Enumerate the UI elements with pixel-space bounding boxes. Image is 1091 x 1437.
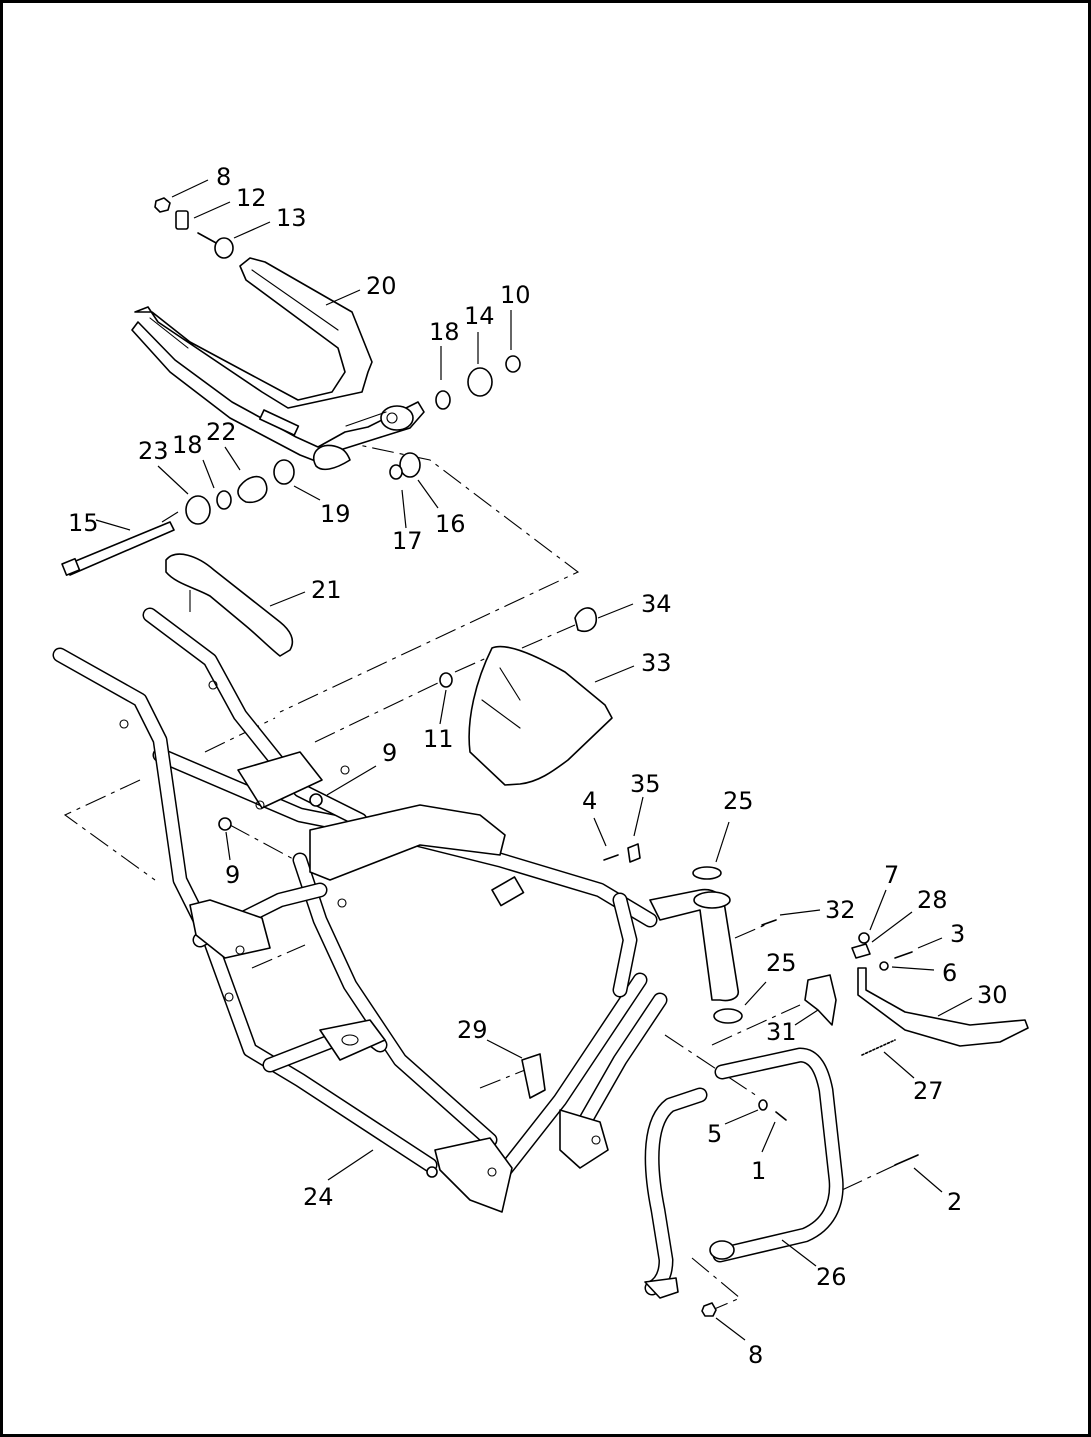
callout-1: 1 [751, 1157, 766, 1185]
callout-26: 26 [816, 1263, 847, 1291]
washer-18b-icon [216, 490, 232, 510]
callout-32: 32 [825, 896, 856, 924]
callout-27: 27 [913, 1077, 944, 1105]
callout-9-lower: 9 [225, 861, 240, 889]
callout-20: 20 [366, 272, 397, 300]
bushing-22-icon [237, 475, 268, 504]
callout-28: 28 [917, 886, 948, 914]
callout-labels: 8 12 13 20 10 14 18 23 18 22 15 19 17 16… [68, 163, 1008, 1369]
washer-18-icon [435, 390, 451, 410]
callout-31: 31 [766, 1018, 797, 1046]
main-frame [52, 607, 740, 1213]
pivot-shaft-assembly [61, 459, 295, 576]
nut-8b-icon [701, 1302, 717, 1317]
engine-guard-group [644, 1047, 919, 1317]
spacer-17-icon [389, 464, 403, 480]
jiffy-stand-30-icon [857, 967, 1029, 1047]
callout-6: 6 [942, 959, 957, 987]
spring-27-icon [861, 1039, 896, 1056]
callout-33: 33 [641, 649, 672, 677]
callout-9-upper: 9 [382, 739, 397, 767]
cap-10-icon [505, 355, 521, 373]
callout-18-top: 18 [429, 318, 460, 346]
plate-12-icon [175, 210, 189, 230]
callout-7: 7 [884, 861, 899, 889]
bracket-31-icon [804, 974, 837, 1026]
fitting-32-icon [761, 919, 777, 926]
bracket-29-icon [521, 1053, 546, 1099]
callout-11: 11 [423, 725, 454, 753]
middle-hardware [218, 793, 777, 1099]
callout-14: 14 [464, 302, 495, 330]
bolt-3-icon [894, 951, 913, 959]
nut-8-icon [154, 197, 171, 213]
callout-35: 35 [630, 770, 661, 798]
callout-17: 17 [392, 527, 423, 555]
callout-16: 16 [435, 510, 466, 538]
bushing-23-icon [185, 495, 211, 525]
callout-21: 21 [311, 576, 342, 604]
plug-25b-icon [713, 1008, 743, 1024]
callout-29: 29 [457, 1016, 488, 1044]
battery-tray-33-icon [468, 645, 613, 786]
cap-34-icon [574, 607, 598, 632]
nut-9a-icon [309, 793, 323, 807]
callout-23: 23 [138, 437, 169, 465]
nut-7-icon [858, 932, 870, 944]
bearing-19-icon [273, 459, 295, 485]
bolt-1-icon [775, 1111, 787, 1121]
swingarm [131, 257, 425, 471]
clip-35-icon [627, 843, 641, 863]
callout-15: 15 [68, 509, 99, 537]
callout-5: 5 [707, 1120, 722, 1148]
top-hardware [154, 197, 521, 480]
cover-21-icon [165, 553, 294, 657]
leader-lines [95, 179, 973, 1341]
callout-8-bottom: 8 [748, 1341, 763, 1369]
bolt-13-icon [197, 232, 219, 245]
jiffy-stand-group [804, 932, 1029, 1056]
callout-18-left: 18 [172, 431, 203, 459]
callout-2: 2 [947, 1188, 962, 1216]
callout-24: 24 [303, 1183, 334, 1211]
callout-8-top: 8 [216, 163, 231, 191]
steering-head-icon [649, 888, 740, 1002]
plug-25a-icon [692, 866, 722, 880]
grommet-11-icon [439, 672, 453, 688]
bolt-2-icon [894, 1154, 919, 1166]
callout-13: 13 [276, 204, 307, 232]
bushing-14-icon [467, 367, 493, 397]
callout-34: 34 [641, 590, 672, 618]
callout-3: 3 [950, 920, 965, 948]
callout-19: 19 [320, 500, 351, 528]
callout-25-upper: 25 [723, 787, 754, 815]
clip-28-icon [851, 943, 871, 959]
battery-tray-group [439, 607, 613, 786]
nut-9b-icon [218, 817, 232, 831]
callout-4: 4 [582, 787, 597, 815]
callout-10: 10 [500, 281, 531, 309]
callout-30: 30 [977, 981, 1008, 1009]
bearing-16-icon [399, 452, 421, 478]
callout-25-lower: 25 [766, 949, 797, 977]
callout-22: 22 [206, 418, 237, 446]
screw-4-icon [603, 854, 619, 861]
washer-5-icon [758, 1099, 768, 1111]
washer-6-icon [879, 961, 889, 971]
callout-12: 12 [236, 184, 267, 212]
